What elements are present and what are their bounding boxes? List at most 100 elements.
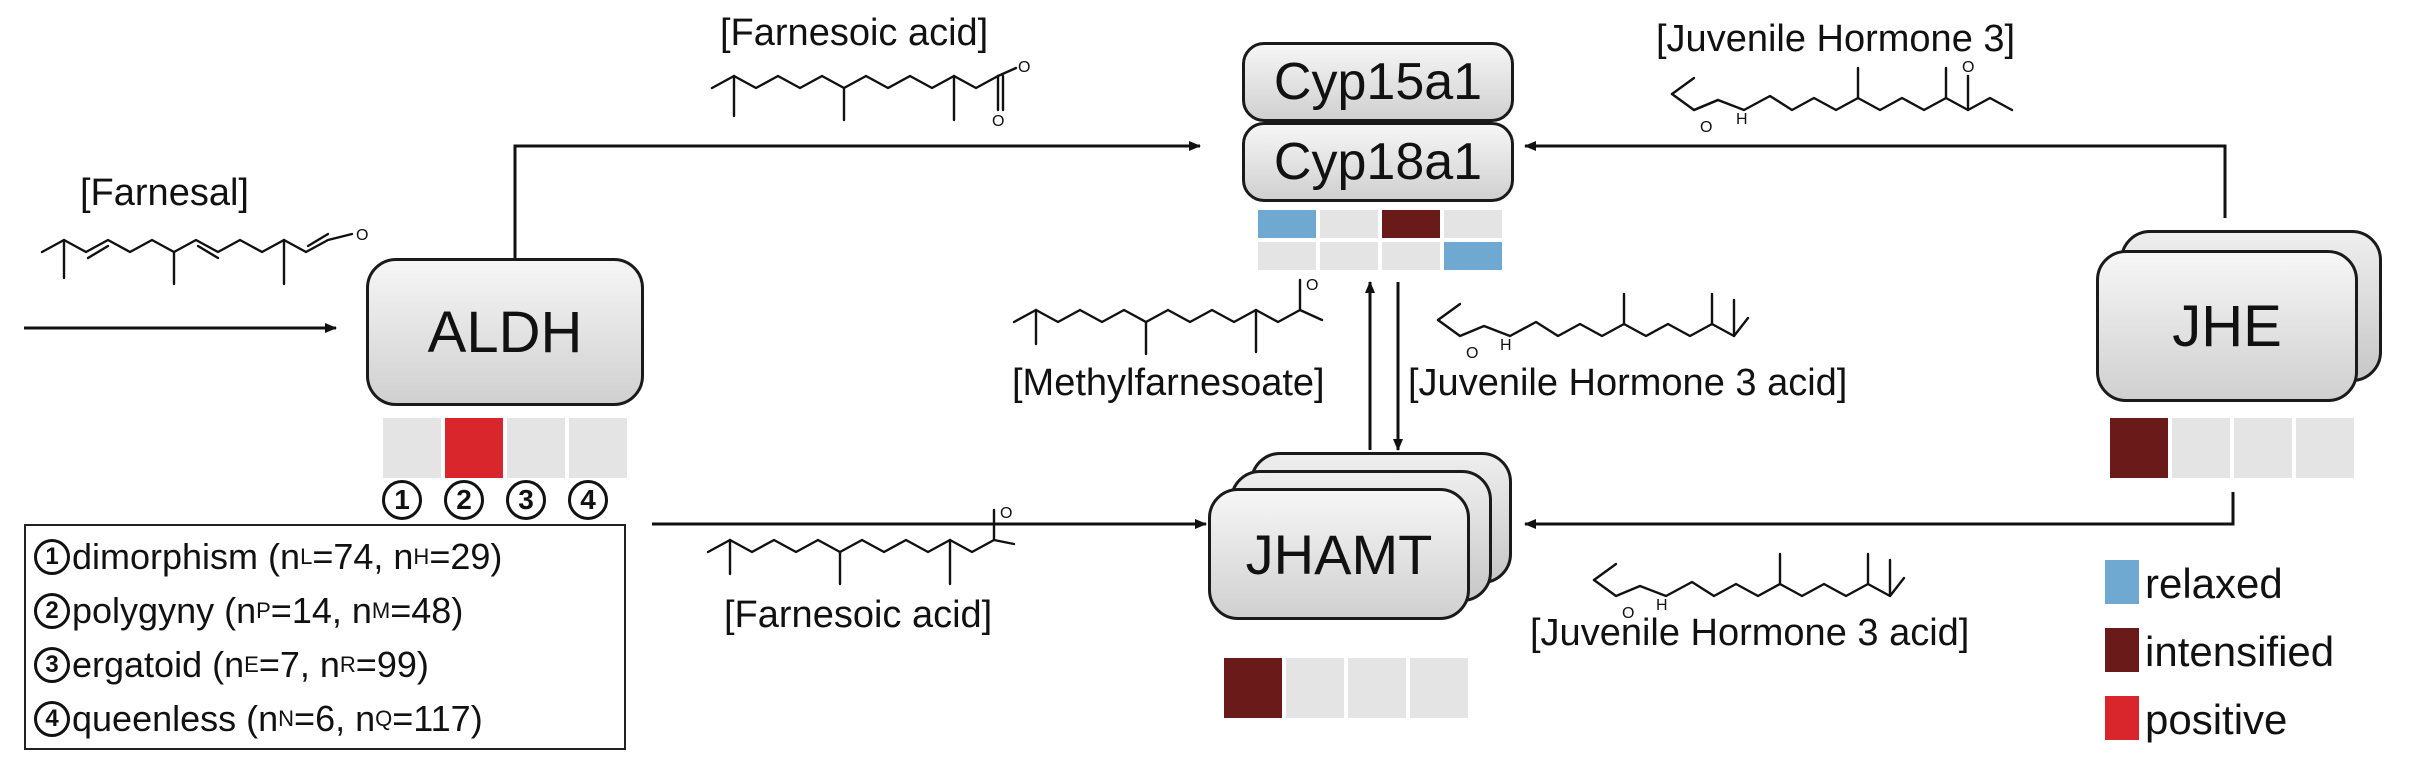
legend-label-intensified: intensified: [2145, 628, 2335, 675]
key-val2-1: 29: [450, 536, 491, 577]
legend-swatch-positive: [2105, 696, 2139, 740]
test-number-3: 3: [506, 480, 546, 520]
jh3-structure: O H O: [1670, 59, 2014, 136]
methylfarnesoate-structure: O: [1012, 277, 1324, 356]
farnesoic-top-oxygen-2: O: [992, 113, 1004, 130]
test-number-4: 4: [568, 480, 608, 520]
arrow-jhe-jhamt: [1524, 492, 2235, 529]
jh3-oxygen: O: [1700, 119, 1712, 136]
methylfarnesoate-oxygen: O: [1306, 277, 1318, 294]
key-val1-4: 6: [315, 698, 336, 739]
enzyme-jhamt-label: JHAMT: [1245, 522, 1433, 586]
heatmap-cell-relaxed: [1258, 210, 1316, 238]
heatmap-cell-none: [1286, 658, 1344, 718]
legend-swatch-relaxed: [2105, 560, 2139, 604]
heatmap-cell-none: [1320, 210, 1378, 238]
jh3-acid-center-structure: O H: [1436, 292, 1750, 362]
key-number-2: 2: [34, 593, 70, 629]
key-val2-3: 99: [376, 644, 417, 685]
key-sub2-2: M: [371, 598, 391, 623]
key-sub1-3: E: [244, 652, 259, 677]
key-sub1-4: N: [278, 706, 295, 731]
jh3-acid-center-hydrogen: H: [1500, 337, 1512, 354]
key-sub1-1: L: [300, 544, 313, 569]
arrow-aldh-cyp: [513, 141, 1201, 258]
key-val1-1: 74: [333, 536, 374, 577]
heatmap-cell-none: [507, 418, 565, 478]
heatmap-cell-none: [2296, 418, 2354, 478]
label-farnesoic-acid-top: [Farnesoic acid]: [720, 12, 989, 54]
heatmap-cell-none: [2234, 418, 2292, 478]
farnesal-oxygen: O: [356, 227, 368, 244]
key-sub2-4: Q: [375, 706, 393, 731]
jh3-acid-bottom-structure: O H: [1592, 552, 1906, 622]
jh3-acid-bottom-hydrogen: H: [1656, 597, 1668, 614]
key-number-4: 4: [34, 701, 70, 737]
label-jh3-acid-bottom: [Juvenile Hormone 3 acid]: [1530, 612, 1970, 654]
key-name-2: polygyny: [72, 590, 215, 631]
legend-swatch-intensified: [2105, 628, 2139, 672]
key-val1-3: 7: [279, 644, 300, 685]
key-number-1: 1: [34, 539, 70, 575]
key-name-1: dimorphism: [72, 536, 259, 577]
label-methylfarnesoate: [Methylfarnesoate]: [1012, 362, 1325, 404]
test-number-2: 2: [444, 480, 484, 520]
farnesoic-acid-top-structure: O O: [710, 59, 1030, 130]
farnesoic-top-oxygen-1: O: [1018, 59, 1030, 76]
key-val2-2: 48: [411, 590, 452, 631]
enzyme-cyp18a1-label: Cyp18a1: [1273, 133, 1483, 191]
arrow-jhe-cyp: [1524, 141, 2227, 218]
heatmap-cell-none: [1410, 658, 1468, 718]
label-farnesoic-acid-bottom: [Farnesoic acid]: [724, 594, 993, 636]
key-val1-2: 14: [291, 590, 332, 631]
jh3-oxygen-2: O: [1962, 59, 1974, 76]
heatmap-cell-intensified: [2110, 418, 2168, 478]
heatmap-cell-none: [569, 418, 627, 478]
label-jh3-acid-center: [Juvenile Hormone 3 acid]: [1408, 362, 1848, 404]
heatmap-cell-none: [2172, 418, 2230, 478]
test-number-1: 1: [382, 480, 422, 520]
jh3-hydrogen: H: [1736, 111, 1748, 128]
heatmap-cell-none: [1320, 242, 1378, 270]
key-val2-4: 117: [413, 698, 471, 739]
farnesoic-acid-bottom-structure: O: [706, 505, 1016, 586]
enzyme-aldh-label: ALDH: [427, 299, 583, 365]
label-jh3: [Juvenile Hormone 3]: [1656, 18, 2016, 60]
heatmap-cell-none: [383, 418, 441, 478]
heatmap-cell-none: [1258, 242, 1316, 270]
key-name-3: ergatoid: [72, 644, 203, 685]
key-sub2-1: H: [413, 544, 430, 569]
label-farnesal: [Farnesal]: [80, 172, 249, 214]
enzyme-aldh: ALDH: [366, 258, 644, 406]
jh3-acid-bottom-oxygen: O: [1622, 605, 1634, 622]
enzyme-jhe-label: JHE: [2172, 293, 2282, 359]
key-sub2-3: R: [339, 652, 356, 677]
enzyme-cyp15a1: Cyp15a1: [1242, 42, 1514, 122]
heatmap-cell-none: [1444, 210, 1502, 238]
heatmap-cell-intensified: [1382, 210, 1440, 238]
farnesal-structure: O: [40, 227, 368, 286]
key-sub1-2: P: [256, 598, 271, 623]
legend-label-relaxed: relaxed: [2145, 560, 2283, 607]
enzyme-jhe: JHE: [2096, 250, 2358, 402]
key-name-4: queenless: [72, 698, 237, 739]
heatmap-cell-none: [1348, 658, 1406, 718]
legend-label-positive: positive: [2145, 696, 2288, 743]
key-number-3: 3: [34, 647, 70, 683]
enzyme-cyp18a1: Cyp18a1: [1242, 122, 1514, 202]
heatmap-cell-none: [1382, 242, 1440, 270]
enzyme-cyp15a1-label: Cyp15a1: [1273, 53, 1483, 111]
heatmap-cell-positive: [445, 418, 503, 478]
enzyme-jhamt: JHAMT: [1208, 488, 1470, 620]
heatmap-cell-intensified: [1224, 658, 1282, 718]
jh3-acid-center-oxygen: O: [1466, 345, 1478, 362]
heatmap-cell-relaxed: [1444, 242, 1502, 270]
farnesoic-bottom-oxygen: O: [1000, 505, 1012, 522]
